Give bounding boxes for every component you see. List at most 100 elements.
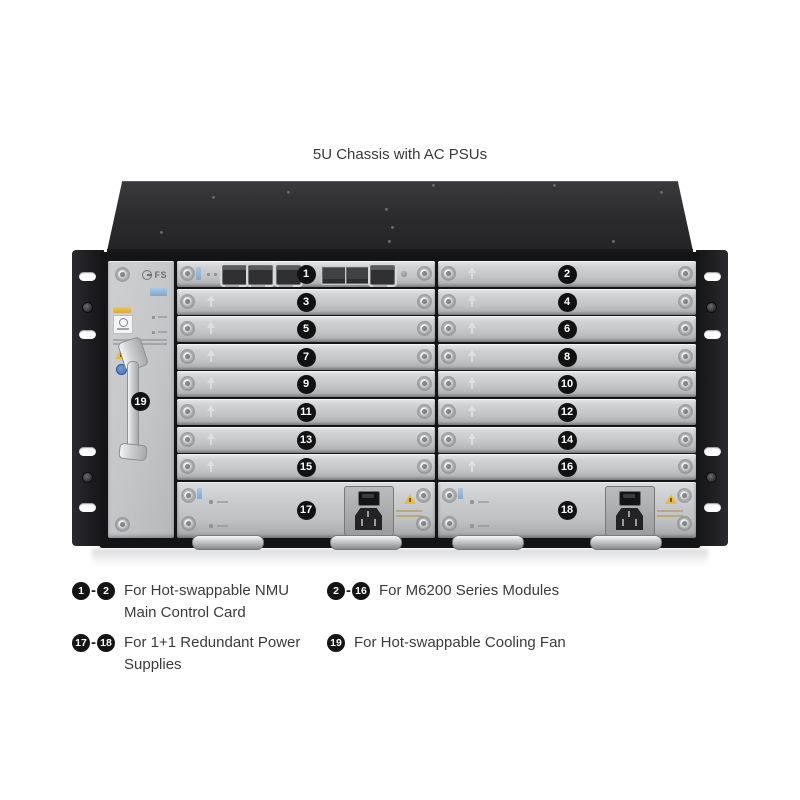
legend-item-modules: 2 - 16 For M6200 Series Modules — [327, 580, 627, 602]
callout-18: 18 — [557, 500, 577, 520]
voltage-text-mark — [657, 515, 683, 517]
screw-dot — [553, 184, 556, 187]
mounting-hole — [704, 503, 721, 512]
port-label-mark — [279, 284, 293, 287]
thumbscrew-icon — [679, 518, 690, 529]
slot-column-right: 2 4 6 8 — [438, 261, 696, 538]
insert-arrow-icon — [207, 405, 215, 418]
module-slot-blank: 3 — [177, 289, 435, 315]
psu-handle-bail — [192, 535, 264, 550]
label-text-mark — [117, 328, 129, 330]
fs-logo-mark-icon — [142, 270, 153, 280]
screw-dot — [287, 191, 290, 194]
fs-logo: FS — [142, 270, 167, 280]
module-slot-blank: 11 — [177, 399, 435, 425]
sfp-port — [346, 267, 370, 284]
module-slot-blank: 9 — [177, 371, 435, 397]
psu-module-right: 18 — [438, 482, 696, 538]
thumbscrew-icon — [443, 406, 454, 417]
thumbscrew-icon — [419, 268, 430, 279]
module-slot-blank: 13 — [177, 427, 435, 453]
insert-arrow-icon — [468, 377, 476, 390]
legend-range-dash: - — [91, 634, 96, 651]
module-slot-blank: 16 — [438, 454, 696, 480]
status-led — [214, 273, 217, 276]
thumbscrew-icon — [443, 323, 454, 334]
led-label-mark — [478, 501, 489, 503]
ear-screw-icon — [83, 473, 92, 482]
warning-label — [113, 307, 131, 313]
thumbscrew-icon — [418, 518, 429, 529]
psu-label-tag — [458, 488, 463, 499]
thumbscrew-icon — [680, 406, 691, 417]
legend-badge: 2 — [327, 582, 345, 600]
mounting-hole — [79, 330, 96, 339]
thumbscrew-icon — [182, 351, 193, 362]
insert-arrow-icon — [468, 295, 476, 308]
thumbscrew-icon — [117, 519, 128, 530]
status-led — [209, 524, 213, 528]
thumbscrew-icon — [680, 323, 691, 334]
legend-item-fan: 19 For Hot-swappable Cooling Fan — [327, 632, 627, 654]
inlet-pin — [374, 519, 376, 526]
thumbscrew-icon — [183, 518, 194, 529]
slot-column-left: 1 3 5 — [177, 261, 435, 538]
legend-badge: 1 — [72, 582, 90, 600]
ac-inlet — [355, 508, 382, 530]
legend-label: For Hot-swappable Cooling Fan — [354, 634, 566, 651]
inlet-pin — [635, 519, 637, 526]
thumbscrew-icon — [680, 434, 691, 445]
psu-label-tag — [197, 488, 202, 499]
legend-badge: 18 — [97, 634, 115, 652]
insert-arrow-icon — [468, 267, 476, 280]
legend-badge: 16 — [352, 582, 370, 600]
thumbscrew-icon — [183, 490, 194, 501]
legend-range-dash: - — [91, 582, 96, 599]
inlet-pin — [628, 511, 630, 517]
psu-handle-bail — [590, 535, 662, 550]
legend-item-nmu: 1 - 2 For Hot-swappable NMU Main Control… — [72, 580, 322, 624]
thumbscrew-icon — [443, 351, 454, 362]
status-led — [470, 500, 474, 504]
insert-arrow-icon — [468, 460, 476, 473]
port-label-mark — [251, 284, 265, 287]
thumbscrew-icon — [680, 378, 691, 389]
status-led — [152, 316, 155, 319]
power-switch — [358, 491, 380, 506]
status-led — [207, 273, 210, 276]
port-label-mark — [324, 284, 334, 287]
legend-label: For 1+1 Redundant Power Supplies — [124, 634, 301, 673]
voltage-text-mark — [396, 515, 422, 517]
chassis-top-panel — [107, 181, 693, 251]
led-label-mark — [478, 525, 489, 527]
thumbscrew-icon — [419, 296, 430, 307]
rj45-port — [248, 265, 273, 285]
insert-arrow-icon — [468, 433, 476, 446]
insert-arrow-icon — [207, 377, 215, 390]
insert-arrow-icon — [207, 295, 215, 308]
psu-handle-bail — [452, 535, 524, 550]
port-label-mark — [373, 284, 387, 287]
legend-badge: 17 — [72, 634, 90, 652]
insert-arrow-icon — [207, 460, 215, 473]
callout-13: 13 — [296, 430, 316, 450]
module-slot-blank: 5 — [177, 316, 435, 342]
thumbscrew-icon — [418, 490, 429, 501]
module-slot-blank: 10 — [438, 371, 696, 397]
thumbscrew-icon — [680, 461, 691, 472]
callout-14: 14 — [557, 430, 577, 450]
power-switch — [619, 491, 641, 506]
psu-handle-bail — [330, 535, 402, 550]
fan-label-tag — [150, 288, 167, 296]
legend-label: For Hot-swappable NMU Main Control Card — [124, 582, 290, 621]
sfp-port — [322, 267, 346, 284]
callout-17: 17 — [296, 500, 316, 520]
nmu-control-card: 1 — [177, 261, 435, 287]
thumbscrew-icon — [182, 434, 193, 445]
thumbscrew-icon — [419, 323, 430, 334]
fan-handle-foot — [118, 442, 148, 462]
inlet-pin — [622, 519, 624, 526]
port-label-mark — [348, 284, 358, 287]
mounting-hole — [704, 330, 721, 339]
